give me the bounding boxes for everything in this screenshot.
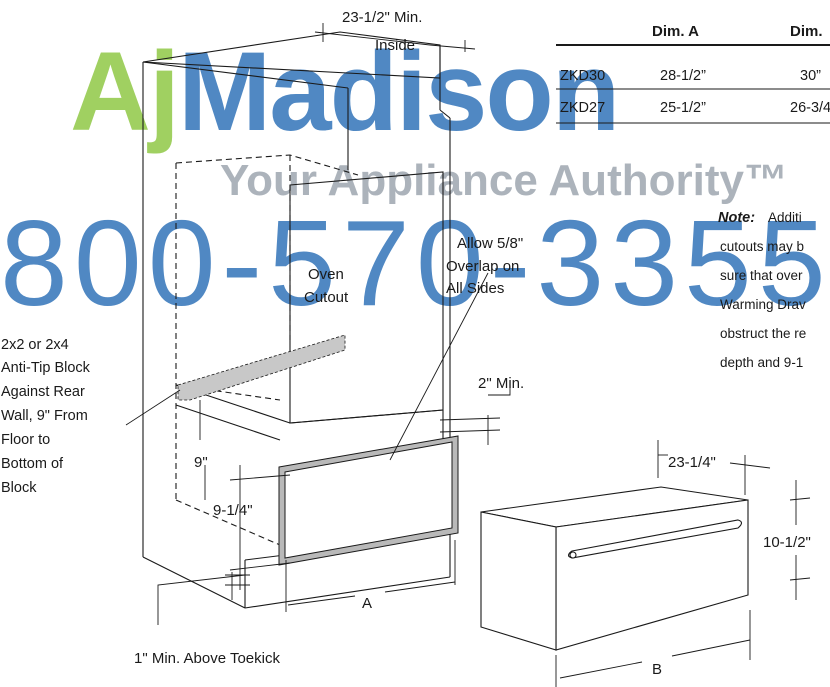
drawer-front (555, 499, 749, 651)
label-allow-line1: Allow 5/8" (457, 235, 523, 252)
watermark-tagline: Your Appliance Authority™ (220, 156, 788, 205)
table-cell-model: ZKD30 (560, 68, 605, 84)
label-allow-line2: Overlap on (446, 258, 519, 275)
note-line: sure that over (720, 268, 803, 283)
table-cell-dim-a: 28-1/2” (660, 68, 706, 84)
watermark-brand-green: Aj (70, 29, 178, 154)
label-nine-quarter: 9-1/4" (213, 502, 253, 519)
watermark: AjMadison Your Appliance Authority™ 800-… (0, 29, 830, 331)
cabinet-base-front (244, 576, 451, 609)
labels: 23-1/2" Min. Inside Oven Cutout Allow 5/… (1, 9, 811, 678)
label-block-line: Wall, 9" From (1, 408, 88, 424)
drawer-handle-end (569, 551, 577, 559)
label-block-line: Floor to (1, 432, 50, 448)
table-cell-model: ZKD27 (560, 100, 605, 116)
table-cell-dim-b: 30” (800, 68, 821, 84)
label-block-line: Anti-Tip Block (1, 360, 91, 376)
cabinet-top-front (142, 61, 349, 89)
cabinet-right-back2 (439, 109, 451, 119)
drawer-side (480, 511, 557, 651)
cutout-shelf-top (289, 409, 444, 424)
watermark-brand: AjMadison (70, 29, 618, 154)
table-header-dim-b: Dim. (790, 23, 823, 40)
note-line: Additi (768, 210, 802, 225)
label-allow-line3: All Sides (446, 280, 504, 297)
label-nine: 9" (194, 454, 208, 471)
cutout-dashed-bottom (175, 499, 281, 546)
drawer-handle (567, 519, 743, 559)
label-oven-line1: Oven (308, 266, 344, 283)
cabinet-drawing (142, 31, 459, 609)
watermark-phone: 800-570-3355 (0, 195, 830, 331)
table-cell-dim-a: 25-1/2” (660, 100, 706, 116)
label-dim-a: A (362, 595, 372, 612)
label-top-min: 23-1/2" Min. (342, 9, 422, 26)
note-line: Warming Drav (720, 297, 806, 312)
drawer-dimension-lines (555, 440, 811, 687)
dimension-lines (125, 23, 511, 625)
anti-tip-block (177, 334, 346, 401)
cutout-shelf-front (175, 404, 281, 441)
drawer-cutout-inner (284, 441, 453, 559)
label-drawer-height: 10-1/2" (763, 534, 811, 551)
label-block-line: Bottom of (1, 456, 64, 472)
cabinet-base-left (142, 556, 246, 609)
label-drawer-depth: 23-1/4" (668, 454, 716, 471)
table-cell-dim-b: 26-3/4 (790, 100, 830, 116)
dimension-table: Dim. A Dim. ZKD30 28-1/2” 30” ZKD27 25-1… (556, 23, 830, 124)
cutout-dashed-diag (175, 384, 281, 401)
label-top-inside: Inside (375, 37, 415, 54)
note-line: obstruct the re (720, 326, 806, 341)
watermark-brand-blue: Madison (178, 29, 618, 154)
label-toekick: 1" Min. Above Toekick (134, 650, 280, 667)
label-block-line: Block (1, 480, 37, 496)
note-line: cutouts may b (720, 239, 804, 254)
note-text: Note: Additi cutouts may b sure that ove… (718, 210, 806, 370)
warming-drawer (480, 486, 749, 651)
label-block-line: Against Rear (1, 384, 85, 400)
label-dim-b: B (652, 661, 662, 678)
note-line: depth and 9-1 (720, 355, 803, 370)
table-header-dim-a: Dim. A (652, 23, 699, 40)
note-label: Note: (718, 210, 755, 226)
label-two-min: 2" Min. (478, 375, 524, 392)
label-oven-line2: Cutout (304, 289, 349, 306)
label-block-line: 2x2 or 2x4 (1, 337, 69, 353)
